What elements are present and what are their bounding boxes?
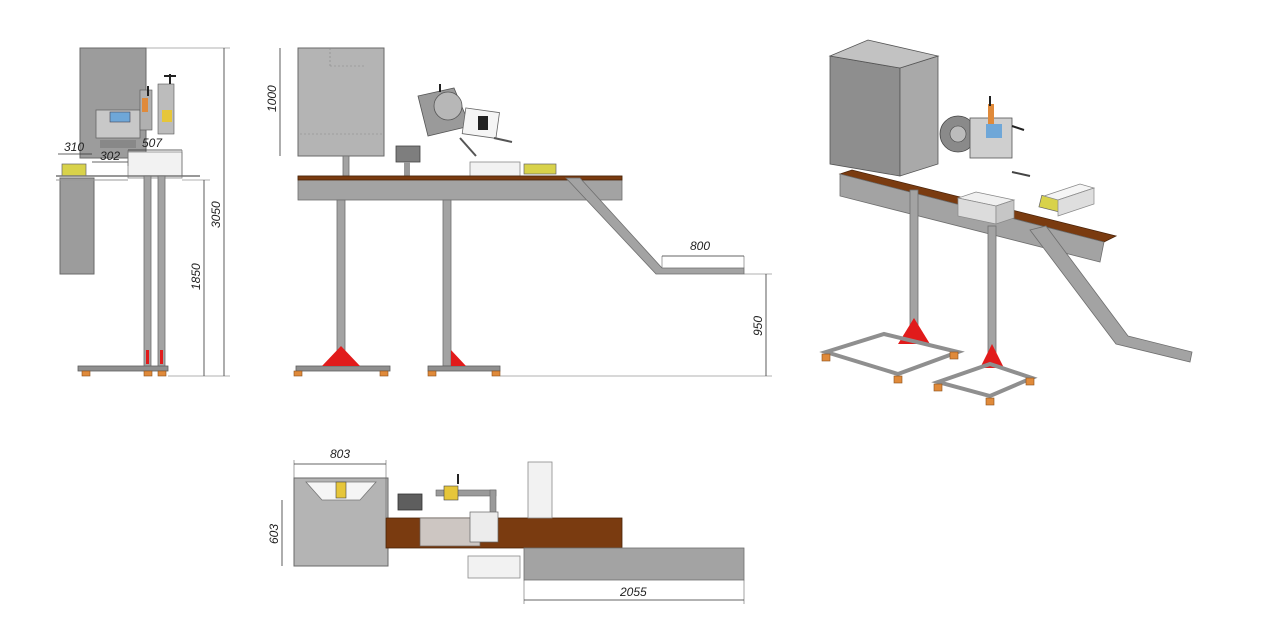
front-applicator: [417, 84, 513, 157]
front-box: [469, 161, 521, 177]
isometric-view: [819, 39, 1193, 406]
iso-cabinet-top: [828, 39, 940, 69]
side-brace-1: [146, 350, 149, 364]
dim-950-label: 950: [751, 316, 765, 336]
side-foot-3: [157, 370, 167, 377]
front-base-2: [427, 365, 501, 372]
dim-800-label: 800: [690, 239, 710, 253]
front-conveyor-belt: [297, 175, 623, 181]
dim-803-label: 803: [330, 447, 350, 461]
front-product: [523, 163, 557, 175]
side-lower-panel: [59, 177, 95, 275]
dim-302-label: 302: [100, 149, 120, 163]
dim-1850-label: 1850: [189, 263, 203, 290]
side-cabinet: [79, 47, 147, 159]
front-cabinet-post: [342, 155, 350, 177]
dim-507-label: 507: [142, 136, 163, 150]
iso-leg-1: [909, 189, 919, 341]
side-applicator: [95, 74, 176, 148]
iso-cabinet-front: [829, 55, 901, 177]
front-base-1: [295, 365, 391, 372]
iso-cabinet-side: [899, 55, 939, 177]
front-leg-1: [336, 199, 346, 367]
iso-base-2: [931, 361, 1038, 399]
side-brace-2: [160, 350, 163, 364]
front-brace-2: [451, 350, 466, 366]
top-view: 803 603 2055: [267, 447, 745, 604]
front-chute: [565, 177, 745, 275]
iso-applicator: [939, 96, 1031, 177]
dim-2055-label: 2055: [619, 585, 647, 599]
top-outfeed-box: [467, 555, 521, 579]
dim-1000-label: 1000: [265, 85, 279, 112]
front-brace-1: [322, 346, 360, 366]
side-product: [61, 163, 87, 177]
side-foot-2: [143, 370, 153, 377]
top-chute: [523, 547, 745, 581]
dim-3050-label: 3050: [209, 201, 223, 228]
front-controller: [395, 145, 421, 163]
top-post: [527, 461, 553, 519]
front-cabinet: [297, 47, 385, 157]
side-leg-1: [143, 175, 152, 369]
iso-base-1: [819, 331, 965, 377]
dim-310-label: 310: [64, 140, 84, 154]
side-foot-1: [81, 370, 91, 377]
dim-603-label: 603: [267, 524, 281, 544]
front-leg-2: [442, 199, 452, 367]
side-conveyor-head: [127, 151, 183, 179]
side-base-bar: [77, 365, 169, 372]
side-leg-2: [157, 175, 166, 369]
iso-chute: [1029, 225, 1193, 363]
side-view: 310 302 507 3050 1850: [56, 47, 230, 377]
front-view: 1000 800 950: [265, 47, 772, 377]
top-applicator: [397, 474, 499, 547]
